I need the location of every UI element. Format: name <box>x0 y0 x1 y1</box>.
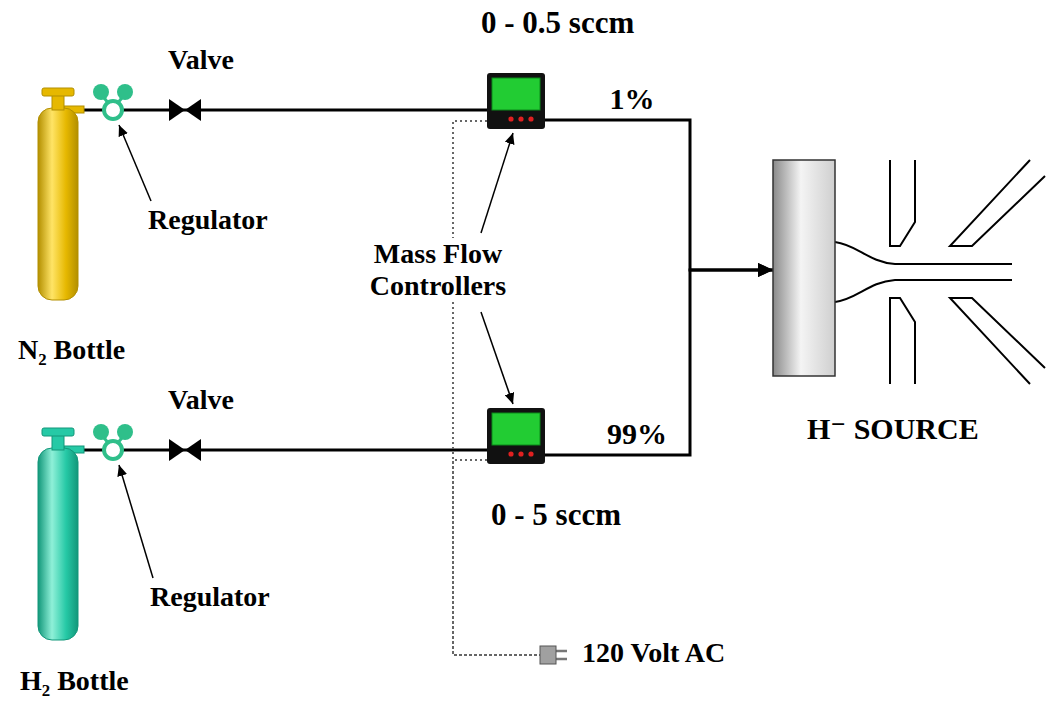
indicator-light <box>518 451 523 456</box>
indicator-light <box>528 451 533 456</box>
regulator-body <box>104 101 122 119</box>
pressure-gauge <box>117 84 133 100</box>
power-wire <box>453 460 540 655</box>
regulator-symbol <box>93 424 133 459</box>
power-plug: 120 Volt AC <box>540 646 566 664</box>
ground-electrode <box>950 298 1045 384</box>
valve-half <box>185 99 201 121</box>
bottle-outline <box>36 428 84 642</box>
mass-flow-controller: 0 - 5 sccm <box>487 408 545 464</box>
regulator-symbol <box>93 84 133 119</box>
regulator-body <box>104 441 122 459</box>
gas-line <box>545 120 773 270</box>
mfc-outline <box>487 73 545 129</box>
valve-half <box>169 99 185 121</box>
power-wire <box>453 121 540 655</box>
gas-line <box>84 109 487 112</box>
leader-arrow <box>481 133 513 233</box>
plug-prong <box>556 650 567 653</box>
controller-case <box>487 73 545 129</box>
pressure-gauge <box>117 424 133 440</box>
gas-line <box>84 449 487 452</box>
ground-electrode <box>950 160 1045 246</box>
hydrogen-bottle: H₂ Bottle <box>36 428 84 642</box>
node-title: N₂ Bottle <box>18 334 125 366</box>
leader-arrow <box>481 312 513 404</box>
source-outline <box>773 160 835 376</box>
leader-arrow <box>119 125 151 201</box>
flow-fraction: 1% <box>610 82 655 117</box>
part-label: Valve <box>168 44 234 76</box>
callout-label: Mass Flow Controllers <box>333 238 543 302</box>
extraction-electrode <box>890 160 915 246</box>
plug-body <box>540 646 556 664</box>
node-title: 0 - 5 sccm <box>491 497 621 533</box>
bottle-body <box>38 108 78 300</box>
part-label: Valve <box>168 384 234 416</box>
mfc-outline <box>487 408 545 464</box>
ion-beam <box>835 242 1012 264</box>
source-body <box>773 160 835 376</box>
controller-screen <box>492 78 540 110</box>
ion-source: H⁻ SOURCE <box>773 160 835 376</box>
indicator-light <box>528 116 533 121</box>
part-label: Regulator <box>150 581 270 613</box>
pressure-gauge <box>93 84 109 100</box>
indicator-light <box>508 451 513 456</box>
gas-line <box>545 270 773 455</box>
bottle-body <box>38 448 78 640</box>
controller-case <box>487 408 545 464</box>
indicator-light <box>508 116 513 121</box>
valve-half <box>169 439 185 461</box>
node-title: H₂ Bottle <box>20 665 129 697</box>
nitrogen-bottle: N₂ Bottle <box>36 88 84 302</box>
node-title: H⁻ SOURCE <box>807 412 979 447</box>
part-label: Regulator <box>148 204 268 236</box>
plug-prong <box>556 658 567 661</box>
bottle-cap <box>42 88 74 96</box>
valve-symbol <box>169 439 201 461</box>
controller-screen <box>492 413 540 445</box>
bottle-outline <box>36 88 84 302</box>
leader-arrow <box>119 465 153 578</box>
node-title: 120 Volt AC <box>582 637 725 669</box>
pressure-gauge <box>93 424 109 440</box>
mass-flow-controller: 0 - 0.5 sccm <box>487 73 545 129</box>
bottle-cap <box>42 428 74 436</box>
flow-fraction: 99% <box>607 417 667 452</box>
indicator-light <box>518 116 523 121</box>
valve-half <box>185 439 201 461</box>
valve-symbol <box>169 99 201 121</box>
ion-beam <box>835 280 1012 302</box>
plug-outline <box>540 646 566 664</box>
node-title: 0 - 0.5 sccm <box>481 5 634 41</box>
extraction-electrode <box>890 298 915 384</box>
